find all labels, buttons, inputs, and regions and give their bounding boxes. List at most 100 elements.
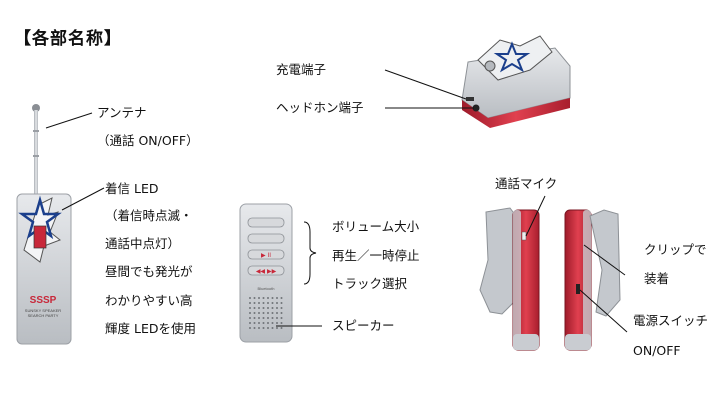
speaker-hole — [249, 307, 251, 309]
track-select-button[interactable] — [247, 265, 285, 276]
clip-label-2: 装着 — [644, 271, 670, 286]
play-pause-icon: ▶ II — [261, 252, 271, 259]
charge-port — [466, 97, 474, 101]
speaker-hole — [271, 317, 274, 319]
speaker-hole — [280, 317, 283, 319]
led-note-5: 輝度 LEDを使用 — [105, 321, 196, 336]
track-label: トラック選択 — [332, 276, 408, 291]
speaker-hole — [262, 297, 265, 299]
speaker-hole — [253, 307, 256, 309]
speaker-hole — [267, 302, 269, 304]
clip-right — [589, 209, 621, 317]
volume-up-button[interactable] — [247, 217, 285, 228]
speaker-hole — [249, 302, 251, 304]
speaker-grill — [249, 297, 283, 329]
speaker-hole — [258, 317, 260, 319]
page-title: 【各部名称】 — [14, 29, 122, 49]
speaker-hole — [262, 322, 265, 324]
speaker-hole — [280, 307, 283, 309]
speaker-hole — [253, 317, 256, 319]
power-label: 電源スイッチ — [633, 313, 709, 328]
clip-label: クリップで — [644, 242, 707, 257]
led-note-2: 通話中点灯） — [105, 236, 181, 251]
power-switch[interactable] — [576, 284, 580, 294]
svg-text:Bluetooth: Bluetooth — [258, 286, 275, 291]
charge-label: 充電端子 — [276, 62, 327, 77]
play-label: 再生／一時停止 — [332, 248, 420, 263]
led-note-3: 昼間でも発光が — [105, 264, 193, 279]
speaker-hole — [267, 322, 269, 324]
speaker-hole — [276, 297, 278, 299]
speaker-hole — [258, 302, 260, 304]
speaker-hole — [267, 307, 269, 309]
speaker-hole — [267, 312, 269, 314]
speaker-hole — [271, 302, 274, 304]
back-device: ▶ II ◀◀ ▶▶ Bluetooth — [239, 203, 293, 343]
speaker-hole — [249, 317, 251, 319]
antenna-label: アンテナ — [97, 105, 147, 120]
antenna-rod — [34, 110, 38, 195]
svg-text:SUNSKY SPEAKER: SUNSKY SPEAKER — [25, 308, 61, 313]
headphone-label: ヘッドホン端子 — [276, 100, 364, 115]
speaker-hole — [276, 312, 278, 314]
speaker-hole — [280, 297, 283, 299]
power-label-2: ON/OFF — [633, 343, 681, 358]
speaker-hole — [276, 317, 278, 319]
mic-label: 通話マイク — [495, 176, 558, 191]
speaker-hole — [280, 312, 283, 314]
top-device — [461, 35, 571, 128]
speaker-hole — [249, 322, 251, 324]
front-device: SSSP SUNSKY SPEAKER SEARCH PARTY — [16, 104, 72, 345]
speaker-hole — [271, 312, 274, 314]
speaker-hole — [271, 322, 274, 324]
speaker-hole — [253, 322, 256, 324]
speaker-hole — [271, 297, 274, 299]
speaker-hole — [258, 322, 260, 324]
speaker-hole — [276, 327, 278, 329]
clip-left — [479, 207, 517, 315]
side-devices — [479, 207, 621, 351]
speaker-hole — [276, 302, 278, 304]
speaker-label: スピーカー — [332, 318, 395, 333]
play-pause-button[interactable] — [247, 249, 285, 260]
speaker-hole — [280, 302, 283, 304]
mic-hole — [521, 231, 527, 241]
speaker-hole — [267, 317, 269, 319]
speaker-hole — [253, 297, 256, 299]
svg-text:SEARCH PARTY: SEARCH PARTY — [28, 313, 59, 318]
track-icon: ◀◀ ▶▶ — [256, 268, 277, 275]
speaker-hole — [249, 312, 251, 314]
led-note-1: （着信時点滅・ — [105, 208, 193, 223]
speaker-hole — [258, 307, 260, 309]
speaker-hole — [253, 302, 256, 304]
speaker-hole — [276, 307, 278, 309]
volume-label: ボリューム大小 — [332, 219, 420, 234]
led-label: 着信 LED — [105, 181, 159, 196]
led-note-4: わかりやすい高 — [105, 293, 193, 308]
speaker-hole — [267, 297, 269, 299]
speaker-hole — [271, 307, 274, 309]
speaker-hole — [249, 297, 251, 299]
brand-text: SSSP — [30, 295, 57, 306]
antenna-note: （通話 ON/OFF） — [97, 133, 199, 148]
speaker-hole — [262, 327, 265, 329]
speaker-hole — [249, 327, 251, 329]
speaker-hole — [280, 327, 283, 329]
speaker-hole — [271, 327, 274, 329]
speaker-hole — [262, 302, 265, 304]
speaker-hole — [258, 327, 260, 329]
callout-lines — [45, 69, 628, 333]
speaker-hole — [267, 327, 269, 329]
speaker-hole — [262, 317, 265, 319]
speaker-hole — [253, 312, 256, 314]
speaker-hole — [258, 312, 260, 314]
speaker-hole — [253, 327, 256, 329]
headphone-jack — [472, 104, 480, 112]
speaker-hole — [276, 322, 278, 324]
speaker-hole — [258, 297, 260, 299]
volume-down-button[interactable] — [247, 233, 285, 244]
speaker-hole — [262, 307, 265, 309]
speaker-hole — [262, 312, 265, 314]
speaker-hole — [280, 322, 283, 324]
